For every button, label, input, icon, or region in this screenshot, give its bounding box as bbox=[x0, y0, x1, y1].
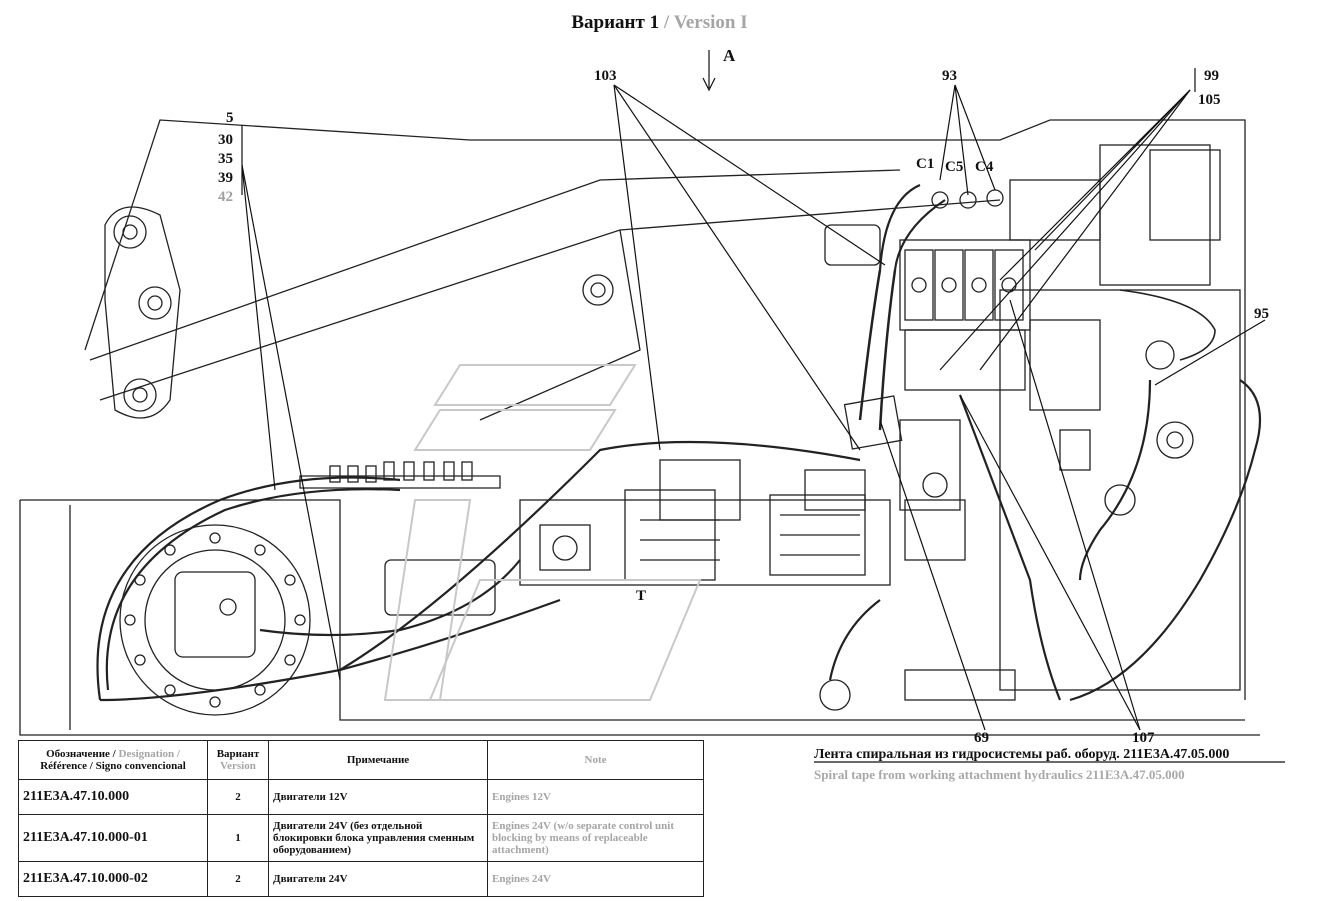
callout-99: 99 bbox=[1204, 68, 1219, 84]
variants-table: Обозначение / Designation / Référence / … bbox=[18, 740, 704, 897]
spiral-tape bbox=[843, 395, 903, 450]
table-row: 211Е3А.47.10.000 2 Двигатели 12V Engines… bbox=[18, 779, 704, 815]
view-arrow-head bbox=[702, 77, 716, 92]
callout-95: 95 bbox=[1254, 306, 1269, 322]
row-code: 211Е3А.47.10.000-02 bbox=[18, 861, 208, 897]
pivot-2 bbox=[138, 286, 172, 320]
row-code: 211Е3А.47.10.000 bbox=[18, 779, 208, 815]
hose-right bbox=[1069, 379, 1262, 702]
hose-to-pump bbox=[339, 440, 861, 671]
row-note-en: Engines 24V bbox=[487, 861, 704, 897]
hose-bottom bbox=[828, 599, 881, 681]
boom-bracket bbox=[824, 224, 881, 266]
title-ru: Вариант 1 bbox=[571, 12, 660, 33]
hose-c1 bbox=[878, 183, 921, 271]
pivot-1 bbox=[113, 215, 147, 249]
boom-bolt bbox=[582, 274, 614, 306]
port-c5: C5 bbox=[945, 159, 964, 175]
row-variant: 2 bbox=[207, 861, 269, 897]
header-designation: Обозначение / Designation / Référence / … bbox=[18, 740, 208, 780]
row-variant: 2 bbox=[207, 779, 269, 815]
valve-fittings bbox=[299, 461, 501, 489]
drawing-title: Вариант 1 / Version I bbox=[0, 12, 1319, 34]
callout-107: 107 bbox=[1132, 730, 1155, 746]
spiral-tape-clamp bbox=[819, 679, 851, 711]
callout-69: 69 bbox=[974, 730, 989, 746]
title-sep: / bbox=[659, 12, 674, 33]
hose-left-1 bbox=[96, 476, 401, 701]
header-note-en: Note bbox=[487, 740, 704, 780]
hose-return bbox=[958, 394, 1062, 701]
port-c4: C4 bbox=[975, 159, 994, 175]
callout-105: 105 bbox=[1198, 92, 1221, 108]
hose-valve-2 bbox=[878, 269, 897, 431]
hose-right-2 bbox=[1078, 379, 1152, 581]
engine-block bbox=[899, 144, 1241, 701]
leader-lines bbox=[241, 50, 1285, 763]
boom-plate bbox=[479, 229, 641, 421]
table-header-row: Обозначение / Designation / Référence / … bbox=[18, 740, 704, 780]
row-note-ru: Двигатели 24V (без отдельной блокировки … bbox=[268, 814, 488, 862]
row-code: 211Е3А.47.10.000-01 bbox=[18, 814, 208, 862]
callout-93: 93 bbox=[942, 68, 957, 84]
hose-top-right bbox=[1119, 289, 1216, 361]
hose-c5 bbox=[893, 199, 946, 271]
pivot-3 bbox=[123, 378, 157, 412]
row-note-en: Engines 24V (w/o separate control unit b… bbox=[487, 814, 704, 862]
watermark-logo bbox=[383, 364, 702, 701]
wheel-hub-outer bbox=[119, 524, 311, 716]
title-en: Version I bbox=[673, 12, 748, 33]
frame-inner-line bbox=[20, 499, 1245, 721]
row-note-ru: Двигатели 12V bbox=[268, 779, 488, 815]
hose-left-2 bbox=[105, 488, 401, 691]
port-t: T bbox=[636, 588, 647, 604]
lift-arm bbox=[104, 206, 181, 419]
callout-5: 5 bbox=[226, 110, 234, 126]
callout-39: 39 bbox=[218, 170, 233, 186]
callout-30: 30 bbox=[218, 132, 233, 148]
frame-base-line bbox=[19, 500, 1260, 736]
view-label: A bbox=[723, 46, 736, 65]
row-note-en: Engines 12V bbox=[487, 779, 704, 815]
table-row: 211Е3А.47.10.000-01 1 Двигатели 24V (без… bbox=[18, 814, 704, 862]
row-note-ru: Двигатели 24V bbox=[268, 861, 488, 897]
header-note-ru: Примечание bbox=[268, 740, 488, 780]
caption-ru: Лента спиральная из гидросистемы раб. об… bbox=[814, 747, 1230, 762]
row-variant: 1 bbox=[207, 814, 269, 862]
callout-42: 42 bbox=[218, 189, 233, 205]
table-row: 211Е3А.47.10.000-02 2 Двигатели 24V Engi… bbox=[18, 861, 704, 897]
boom-diagonal-2 bbox=[89, 169, 901, 361]
bracket-plate bbox=[1009, 179, 1101, 241]
caption-en: Spiral tape from working attachment hydr… bbox=[814, 767, 1185, 782]
boom-outline bbox=[84, 119, 1246, 700]
callout-35: 35 bbox=[218, 151, 233, 167]
callout-103: 103 bbox=[594, 68, 617, 84]
port-c1: C1 bbox=[916, 156, 935, 172]
control-valve-block bbox=[899, 189, 1031, 391]
pump-assembly bbox=[384, 459, 891, 616]
hose-valve-1 bbox=[858, 269, 882, 421]
drive-motor bbox=[174, 571, 256, 658]
header-variant: Вариант Version bbox=[207, 740, 269, 780]
hose-center-1 bbox=[259, 559, 521, 637]
